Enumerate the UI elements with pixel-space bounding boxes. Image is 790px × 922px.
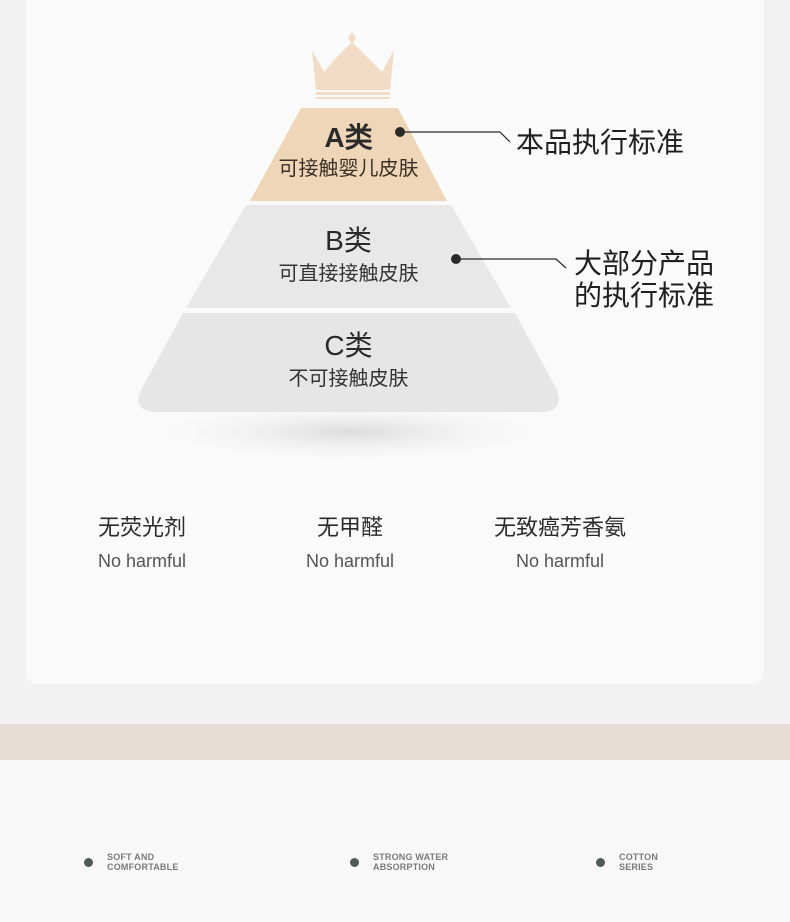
tier-a-subtitle: 可接触婴儿皮肤 (278, 158, 419, 180)
tag-line1: SOFT AND (107, 852, 155, 862)
feature-en: No harmful (305, 551, 395, 571)
tag-line2: COMFORTABLE (107, 862, 179, 872)
bottom-section (0, 760, 790, 922)
tier-b-shape (186, 205, 511, 308)
tag-water-absorption: STRONG WATER ABSORPTION (350, 852, 448, 872)
tag-line2: ABSORPTION (373, 862, 436, 872)
callout-a-line (400, 131, 511, 143)
pyramid-shadow (130, 400, 570, 460)
callout-a-text: 本品执行标准 (516, 127, 685, 158)
tier-c-label: C类 不可接触皮肤 (250, 330, 447, 392)
tier-a-title: A类 (324, 122, 373, 153)
tier-b-subtitle: 可直接接触皮肤 (278, 263, 419, 285)
tag-cotton-series: COTTON SERIES (596, 852, 658, 872)
callout-b-line2: 的执行标准 (574, 280, 715, 311)
tier-c-subtitle: 不可接触皮肤 (288, 368, 409, 390)
tier-a-label: A类 可接触婴儿皮肤 (250, 122, 447, 182)
tier-b-label: B类 可直接接触皮肤 (250, 225, 447, 287)
tag-line1: STRONG WATER (373, 852, 449, 862)
tag-line2: SERIES (619, 862, 654, 872)
pyramid-chart (130, 108, 570, 460)
tier-c-title: C类 (324, 330, 373, 361)
callout-b-line (456, 258, 567, 269)
bullet-dot (350, 857, 359, 867)
callout-b-line1: 大部分产品 (574, 248, 715, 279)
tag-soft-comfortable: SOFT AND COMFORTABLE (84, 852, 179, 872)
tier-b-title: B类 (325, 225, 372, 256)
feature-no-formaldehyde: 无甲醛 No harmful (280, 514, 420, 572)
feature-en: No harmful (97, 551, 187, 571)
feature-en: No harmful (515, 551, 605, 571)
feature-no-fluorescent: 无荧光剂 No harmful (72, 514, 212, 572)
bullet-dot (596, 857, 605, 867)
bullet-dot (84, 857, 93, 867)
feature-cn: 无甲醛 (316, 515, 383, 540)
crown-icon (312, 32, 394, 99)
feature-cn: 无荧光剂 (97, 515, 186, 540)
feature-no-carcinogenic-amine: 无致癌芳香氨 No harmful (480, 514, 640, 572)
feature-cn: 无致癌芳香氨 (493, 515, 626, 540)
tier-c-shape (138, 313, 559, 412)
divider-band (0, 724, 790, 760)
callout-b-text: 大部分产品 的执行标准 (574, 248, 714, 312)
tag-line1: COTTON (619, 852, 659, 862)
